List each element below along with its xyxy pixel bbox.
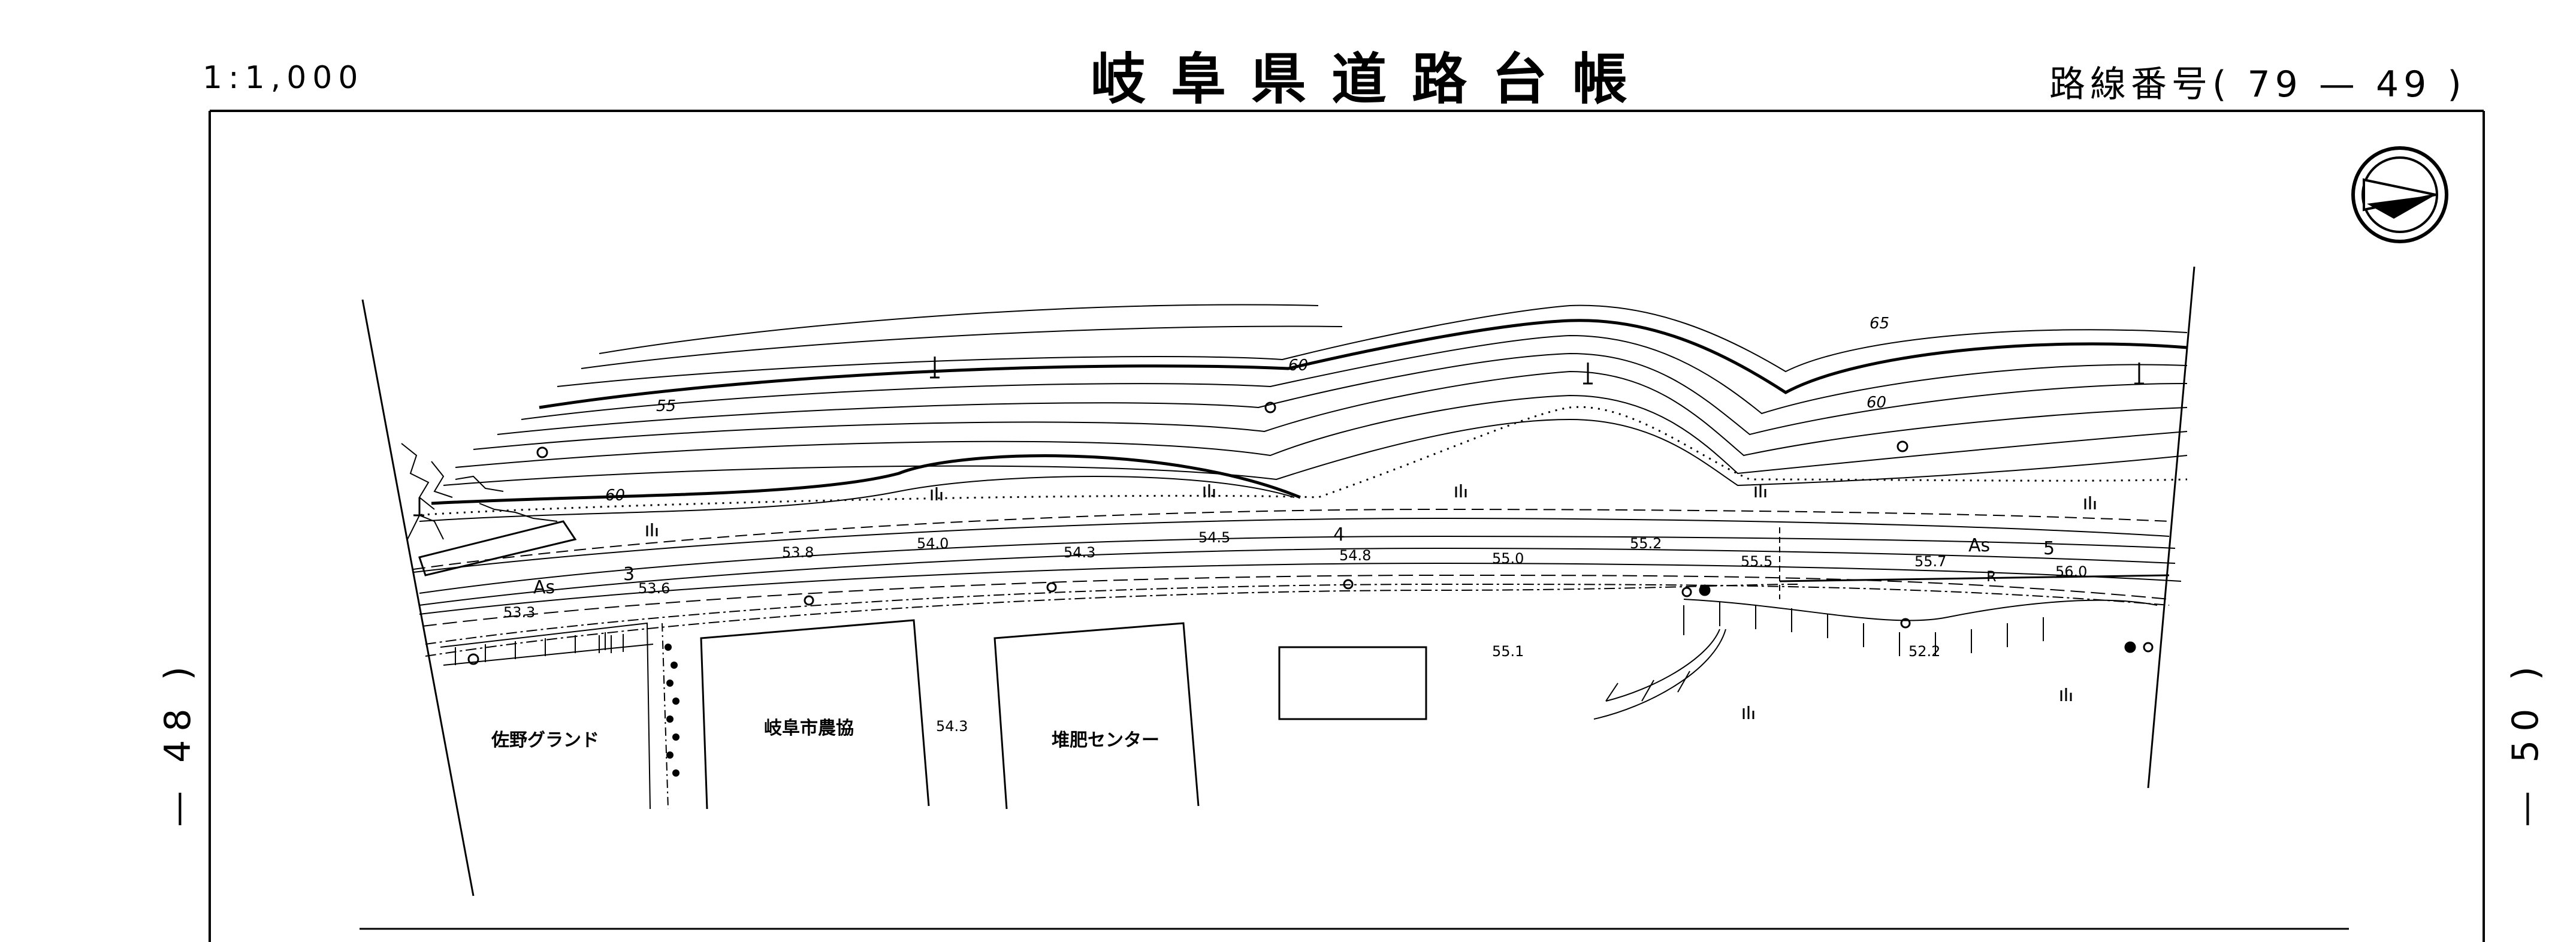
surface-label: As [533,577,555,598]
buildings [700,619,1427,810]
elevation-label: 55.7 [1914,553,1946,570]
coop-building [700,619,930,810]
elevation-label: 53.6 [638,580,670,597]
sheet-boundaries [361,266,2196,896]
elevation-label: 56.0 [2055,563,2087,580]
contour-label: 55 [656,397,676,415]
elevation-label: 53.8 [782,544,814,561]
map-scale: 1:1,000 [203,60,364,96]
place-label-coop: 岐阜市農協 [764,718,854,739]
retaining-wall [1593,599,2158,720]
north-arrow-icon [2351,146,2448,243]
boundary-wall [440,622,669,810]
elevation-label: 54.5 [1198,529,1230,546]
surface-label: As [1968,535,1990,556]
elevation-label: 53.3 [503,604,535,621]
elevation-label: 52.2 [1908,643,1940,660]
contour-label: 60 [605,487,625,505]
elevation-label: 55.2 [1630,535,1662,552]
survey-points [467,401,2154,665]
place-label-grand: 佐野グランド [491,730,599,751]
compost-center-building [993,622,1200,810]
route-number: 路線番号( 79 — 49 ) [2049,64,2466,105]
station-label: 3 [623,564,635,585]
marker-label: R [1986,568,1997,585]
map-frame [209,110,2485,942]
hedge-row [665,644,680,777]
rock-wall-area [401,443,577,576]
elevation-label: 54.3 [936,718,968,735]
elevation-label: 54.0 [917,535,949,552]
road-labels: As As 3 4 5 R [533,524,2055,598]
contour-label: 60 [1867,394,1886,412]
elevation-label: 55.0 [1492,550,1524,567]
elevation-label: 54.3 [1064,544,1095,561]
contour-label: 65 [1870,315,1889,333]
map-title: 岐阜県道路台帳 [1091,47,1653,111]
place-label-compost-center: 堆肥センター [1052,730,1159,751]
contour-lines [413,304,2188,522]
elevation-label: 55.1 [1492,643,1524,660]
place-names: 佐野グランド 岐阜市農協 堆肥センター [491,718,1159,751]
elevation-label: 55.5 [1741,553,1772,570]
contour-label: 60 [1288,357,1308,375]
road [413,508,2182,657]
station-label: 4 [1333,524,1345,545]
spot-elevations: 53.3 53.6 53.8 54.0 54.3 54.5 54.8 55.0 … [503,529,2087,735]
contour-labels: 55 60 60 60 65 [605,315,1889,505]
shed-building [1278,646,1427,720]
station-label: 5 [2043,538,2055,559]
elevation-label: 54.8 [1339,547,1371,564]
vegetation-symbols [415,357,2144,719]
